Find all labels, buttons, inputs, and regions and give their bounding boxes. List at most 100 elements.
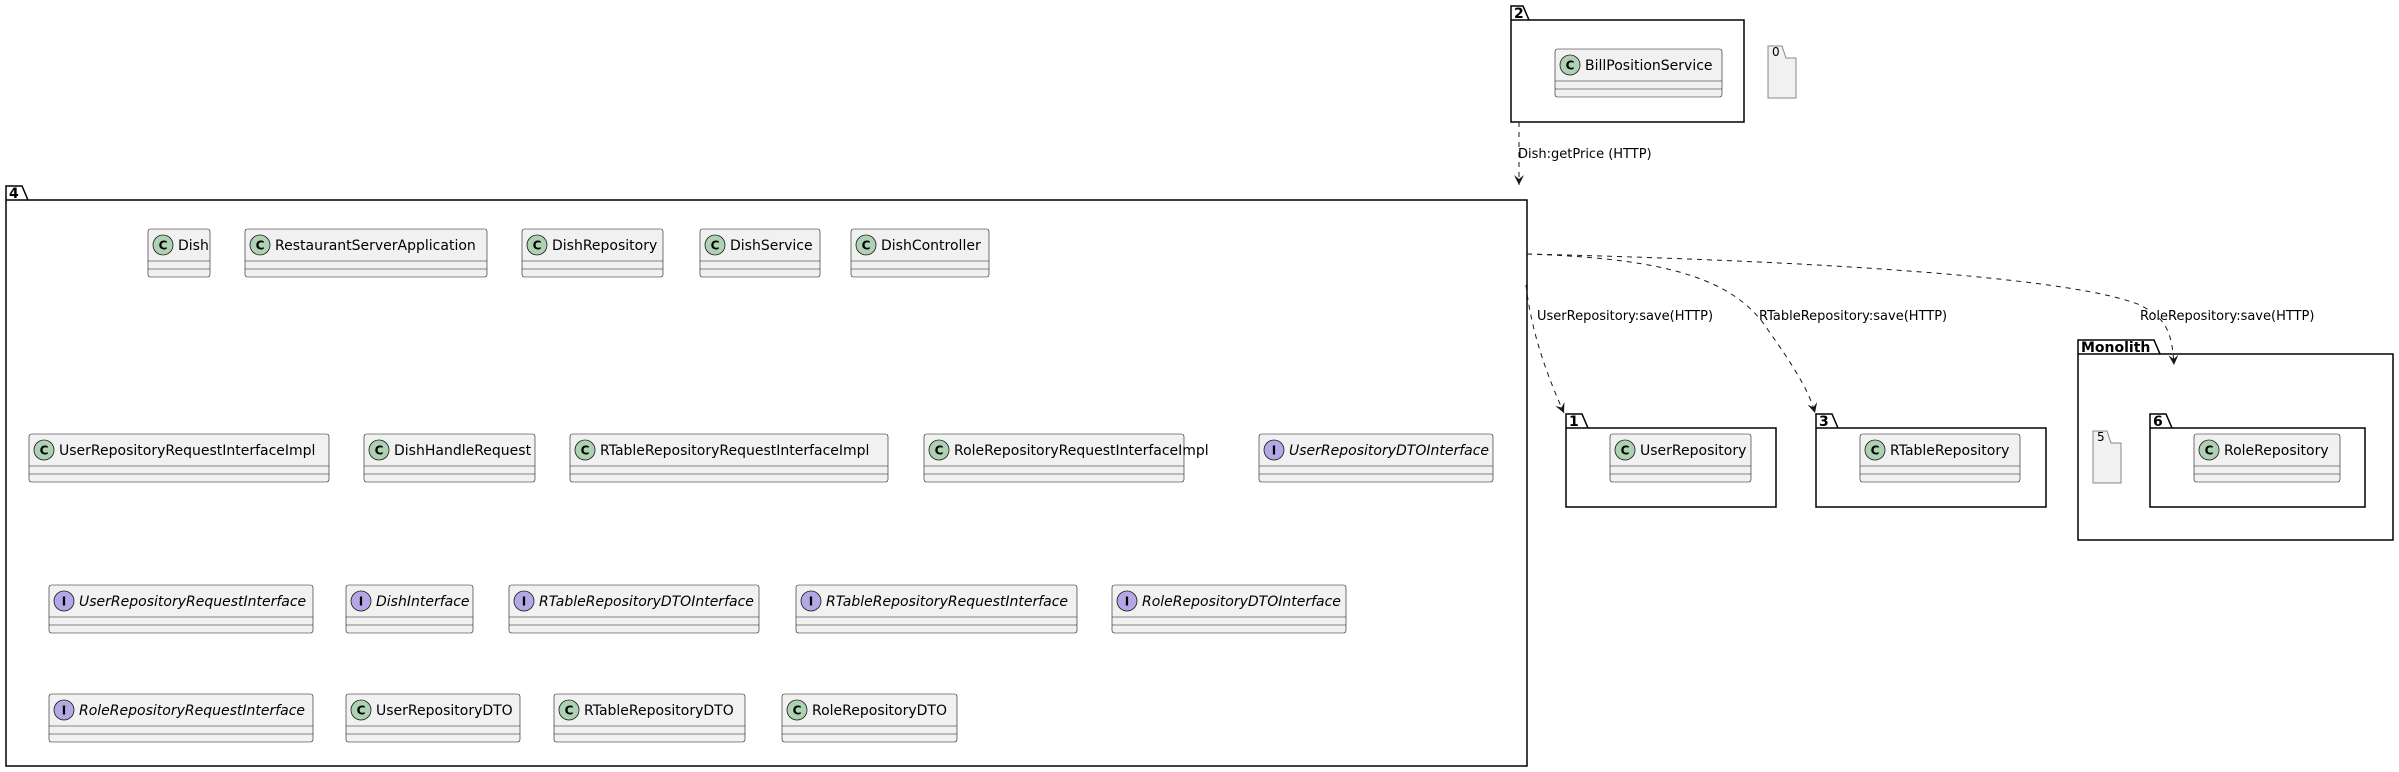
svg-text:C: C <box>1621 444 1630 458</box>
package-2-label: 2 <box>1514 6 1524 22</box>
class-stereotype-icon <box>786 699 808 721</box>
edges-layer: Dish:getPrice (HTTP) UserRepository:save… <box>1514 122 2314 414</box>
class-stereotype-icon <box>928 439 950 461</box>
class-stereotype-icon <box>558 699 580 721</box>
class-name: RTableRepositoryDTOInterface <box>539 594 754 610</box>
class-name: RTableRepositoryRequestInterface <box>826 594 1068 610</box>
class-box-rtable-repository-dtointerface[interactable]: I RTableRepositoryDTOInterface <box>508 584 760 634</box>
class-stereotype-icon <box>33 439 55 461</box>
class-box-rtable-repository-request-interface-impl[interactable]: C RTableRepositoryRequestInterfaceImpl <box>569 433 889 483</box>
class-name: BillPositionService <box>1585 58 1713 74</box>
svg-text:C: C <box>533 239 542 253</box>
svg-text:I: I <box>359 595 363 609</box>
class-name: DishRepository <box>552 238 657 254</box>
class-box-dish-controller[interactable]: C DishController <box>850 228 990 278</box>
interface-stereotype-icon <box>513 590 535 612</box>
class-name: RestaurantServerApplication <box>275 238 476 254</box>
svg-text:I: I <box>62 595 66 609</box>
svg-text:C: C <box>256 239 265 253</box>
class-stereotype-icon <box>704 234 726 256</box>
class-stereotype-icon <box>574 439 596 461</box>
class-name: RoleRepositoryRequestInterfaceImpl <box>954 443 1209 459</box>
class-name: RoleRepositoryDTO <box>812 703 947 719</box>
interface-stereotype-icon <box>350 590 372 612</box>
edge-label-4-to-3: RTableRepository:save(HTTP) <box>1759 309 1947 324</box>
class-box-restaurant-server-application[interactable]: C RestaurantServerApplication <box>244 228 488 278</box>
dependency-edge-4-to-1 <box>1525 284 1565 414</box>
svg-text:C: C <box>375 444 384 458</box>
class-box-user-repository-dto[interactable]: C UserRepositoryDTO <box>345 693 521 743</box>
interface-stereotype-icon <box>1263 439 1285 461</box>
interface-stereotype-icon <box>800 590 822 612</box>
svg-text:I: I <box>1272 444 1276 458</box>
svg-text:I: I <box>1125 595 1129 609</box>
svg-text:C: C <box>711 239 720 253</box>
class-box-role-repository[interactable]: C RoleRepository <box>2193 433 2341 483</box>
svg-text:I: I <box>62 704 66 718</box>
package-5: 5 <box>2092 430 2122 484</box>
class-box-dish-interface[interactable]: I DishInterface <box>345 584 474 634</box>
package-1-label: 1 <box>1569 414 1579 430</box>
svg-text:C: C <box>862 239 871 253</box>
edge-label-4-to-1: UserRepository:save(HTTP) <box>1537 309 1713 324</box>
class-name: RoleRepository <box>2224 443 2329 459</box>
package-3-label: 3 <box>1819 414 1829 430</box>
interface-stereotype-icon <box>53 699 75 721</box>
class-stereotype-icon <box>249 234 271 256</box>
svg-text:C: C <box>2205 444 2214 458</box>
class-name: DishService <box>730 238 813 254</box>
package-6-label: 6 <box>2153 414 2163 430</box>
class-box-role-repository-dto[interactable]: C RoleRepositoryDTO <box>781 693 958 743</box>
class-name: UserRepositoryRequestInterfaceImpl <box>59 443 315 459</box>
package-5-label: 5 <box>2097 430 2105 444</box>
package-4-label: 4 <box>9 186 19 202</box>
class-name: UserRepository <box>1640 443 1746 459</box>
package-1: 1C UserRepository <box>1565 413 1777 508</box>
class-name: DishInterface <box>376 594 470 610</box>
class-box-dish-service[interactable]: C DishService <box>699 228 821 278</box>
class-name: RTableRepositoryRequestInterfaceImpl <box>600 443 869 459</box>
svg-text:C: C <box>1871 444 1880 458</box>
package-monolith-label: Monolith <box>2081 340 2150 356</box>
class-box-user-repository-request-interface[interactable]: I UserRepositoryRequestInterface <box>48 584 314 634</box>
class-name: UserRepositoryRequestInterface <box>79 594 306 610</box>
dependency-edge-4-to-3 <box>1526 253 1818 414</box>
svg-text:C: C <box>581 444 590 458</box>
class-name: RoleRepositoryDTOInterface <box>1142 594 1341 610</box>
class-box-dish-repository[interactable]: C DishRepository <box>521 228 664 278</box>
interface-stereotype-icon <box>1116 590 1138 612</box>
class-stereotype-icon <box>152 234 174 256</box>
edge-label-4-to-6: RoleRepository:save(HTTP) <box>2140 309 2314 324</box>
edge-label-2-to-4: Dish:getPrice (HTTP) <box>1518 147 1652 162</box>
class-box-user-repository[interactable]: C UserRepository <box>1609 433 1752 483</box>
svg-text:C: C <box>793 704 802 718</box>
svg-text:I: I <box>522 595 526 609</box>
svg-text:C: C <box>159 239 168 253</box>
package-0-label: 0 <box>1772 45 1780 59</box>
class-name: DishController <box>881 238 981 254</box>
svg-text:C: C <box>357 704 366 718</box>
package-0: 0 <box>1767 45 1797 99</box>
class-name: UserRepositoryDTO <box>376 703 513 719</box>
class-stereotype-icon <box>2198 439 2220 461</box>
class-stereotype-icon <box>855 234 877 256</box>
class-stereotype-icon <box>526 234 548 256</box>
class-name: RTableRepositoryDTO <box>584 703 734 719</box>
package-monolith: Monolith 6C RoleRepository <box>2077 339 2394 541</box>
class-box-role-repository-dtointerface[interactable]: I RoleRepositoryDTOInterface <box>1111 584 1347 634</box>
